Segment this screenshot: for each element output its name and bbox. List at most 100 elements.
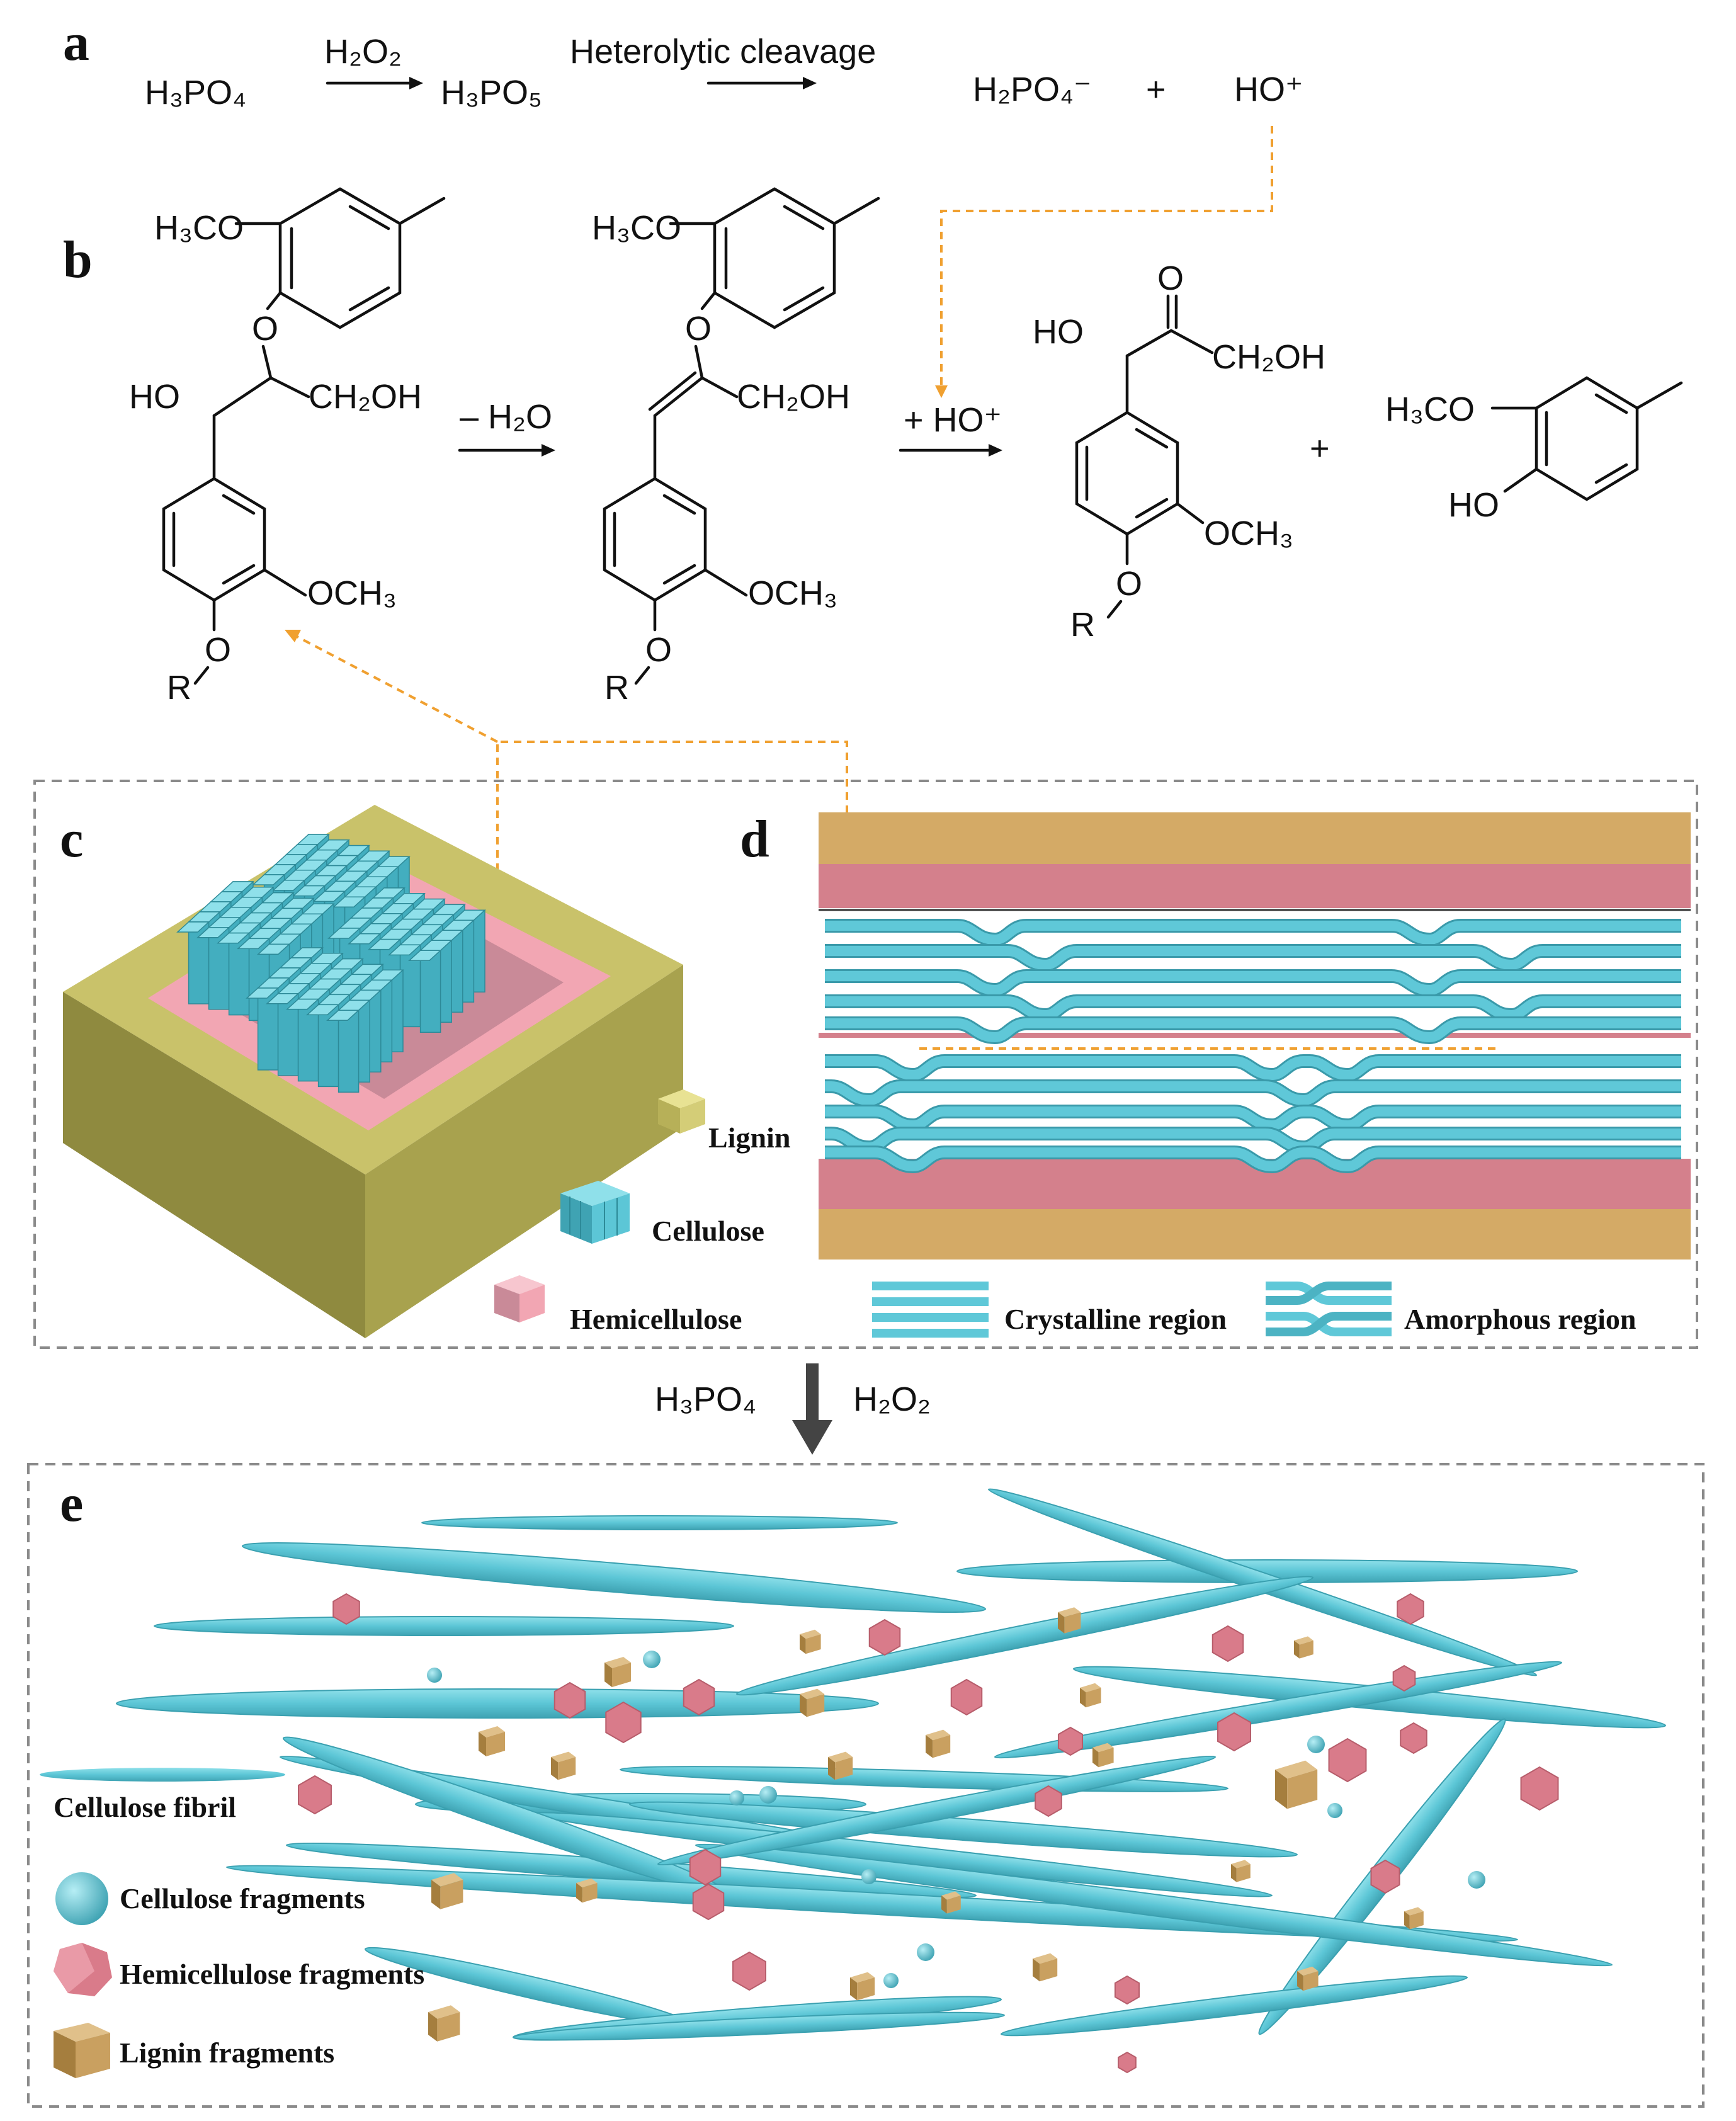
legend-hemicellulose: Hemicellulose <box>570 1303 742 1335</box>
step2-label: + HO⁺ <box>904 401 1002 439</box>
mol3-och3: OCH₃ <box>1204 515 1293 552</box>
step-label-heterolytic: Heterolytic cleavage <box>570 33 876 71</box>
hemicellulose-fragment <box>1400 1722 1427 1754</box>
cellulose-fibril <box>695 1843 1613 1967</box>
cellulose-bundle <box>246 947 404 1093</box>
panel-d: d Crystalline region Amorphous region <box>740 810 1691 1338</box>
guide-ho-to-product <box>940 126 1273 387</box>
legend-hemi-frag: Hemicellulose fragments <box>120 1958 424 1990</box>
lignin-fragment <box>1297 1966 1319 1991</box>
lignin-fragment <box>1058 1607 1081 1634</box>
fibril-scene <box>116 1488 1667 2074</box>
hemicellulose-fragment <box>689 1848 722 1886</box>
plus-b: + <box>1310 429 1330 467</box>
guide-panels-to-molecule <box>496 741 848 897</box>
step1-label: – H₂O <box>460 398 552 436</box>
panel-label-c: c <box>60 810 83 868</box>
legend-lignin-cube-top <box>658 1089 705 1108</box>
lignin-fragment <box>1092 1743 1114 1768</box>
mol1-h3co: H₃CO <box>154 209 244 247</box>
panel-e: e Cellulose fibril Cellulose fragments H… <box>40 1474 1667 2078</box>
legend-crystalline: Crystalline region <box>1004 1303 1227 1335</box>
plus-a: + <box>1146 71 1166 108</box>
lignin-fragment <box>479 1726 505 1756</box>
cellulose-chain <box>825 1106 1681 1130</box>
lignin-left-face <box>63 992 365 1338</box>
legend-fibril: Cellulose fibril <box>54 1791 236 1823</box>
mol3-r: R <box>1070 606 1095 644</box>
arrow-a2 <box>706 77 817 89</box>
mol4-ho: HO <box>1448 486 1499 524</box>
hemicellulose-fragment <box>1397 1593 1424 1625</box>
lignin-fragment <box>428 2005 460 2042</box>
lignin-fragment <box>1294 1636 1313 1659</box>
hemicellulose-fragment <box>605 1701 642 1744</box>
molecule-2: H₃CO O CH₂OH OCH₃ O R <box>592 187 880 707</box>
cellulose-chain <box>825 1018 1681 1042</box>
cellulose-chain <box>825 1056 1681 1080</box>
guide-arrowhead-2 <box>285 630 301 642</box>
cellulose-fragment <box>1307 1736 1325 1753</box>
panel-e-frame <box>27 1463 1705 2108</box>
guide-arrowhead-1 <box>935 385 948 398</box>
hemicellulose-fragment <box>1118 2051 1137 2074</box>
cellulose-fragment <box>729 1790 744 1805</box>
panel-label-b: b <box>63 230 93 289</box>
mol1-r: R <box>167 669 191 707</box>
lignin-fragment <box>431 1873 463 1909</box>
molecule-4: H₃CO HO <box>1385 376 1683 524</box>
cellulose-chain <box>825 1147 1681 1171</box>
product-ho-plus: HO⁺ <box>1234 71 1303 108</box>
cellulose-fragment <box>1468 1871 1485 1889</box>
lignin-fragment <box>926 1729 951 1758</box>
cellulose-fragment <box>427 1668 442 1683</box>
cellulose-fragment <box>1327 1803 1342 1818</box>
hemicellulose-fragment <box>1520 1766 1559 1811</box>
reagent-h2o2: H₂O₂ <box>324 33 402 71</box>
cellulose-fibril <box>421 1515 898 1530</box>
guide-to-molecule-1 <box>295 635 498 743</box>
cellulose-fragment <box>917 1943 934 1961</box>
hemicellulose-fragment <box>868 1618 901 1656</box>
hemicellulose-fragment <box>553 1681 586 1719</box>
cellulose-fragment <box>883 1973 899 1988</box>
hemicellulose-fragment <box>1057 1726 1084 1756</box>
molecule-1: H₃CO O HO CH₂OH OCH₃ O R <box>129 187 446 707</box>
reactant-h3po4: H₃PO₄ <box>145 74 246 111</box>
legend-cell-frag-icon <box>55 1872 108 1925</box>
cellulose-chain <box>825 996 1681 1020</box>
legend-cellulose-icon <box>560 1181 630 1244</box>
legend-lig-frag: Lignin fragments <box>120 2037 334 2069</box>
mol2-och3: OCH₃ <box>748 574 837 612</box>
hemicellulose-fragment <box>1370 1859 1400 1894</box>
hemicellulose-fragment <box>1328 1737 1367 1783</box>
lignin-right-face <box>365 965 683 1338</box>
lignin-band-bottom <box>819 1209 1691 1260</box>
legend-cellulose: Cellulose <box>652 1215 764 1247</box>
cellulose-chain <box>825 1081 1681 1105</box>
lignin-fragment <box>1404 1907 1424 1930</box>
mol1-ar-o: O <box>205 631 231 669</box>
lignin-fragment <box>1033 1953 1058 1982</box>
cellulose-fragment <box>861 1869 877 1884</box>
intermediate-h3po5: H₃PO₅ <box>441 74 542 111</box>
hemicellulose-fragment <box>1392 1664 1416 1692</box>
cellulose-fibril <box>154 1616 734 1636</box>
mol3-carbonyl-o: O <box>1157 259 1184 297</box>
hemicellulose-band-top <box>819 864 1691 908</box>
molecule-3: O HO CH₂OH OCH₃ O R <box>1033 259 1325 644</box>
cellulose-fibril <box>225 1865 1519 1942</box>
treatment-h3po4: H₃PO₄ <box>655 1380 756 1418</box>
mol2-ether-o: O <box>685 310 712 348</box>
legend-lignin: Lignin <box>708 1122 790 1154</box>
lignin-fragment <box>1231 1860 1251 1882</box>
hemicellulose-fragment <box>1217 1712 1251 1752</box>
lignin-fragment <box>576 1878 598 1903</box>
panel-label-d: d <box>740 810 769 868</box>
cellulose-fragment <box>643 1651 661 1668</box>
arrow-b2: + HO⁺ <box>899 401 1002 457</box>
panel-label-a: a <box>63 13 89 72</box>
hemicellulose-fragment <box>1211 1625 1244 1663</box>
mol2-r: R <box>604 669 629 707</box>
